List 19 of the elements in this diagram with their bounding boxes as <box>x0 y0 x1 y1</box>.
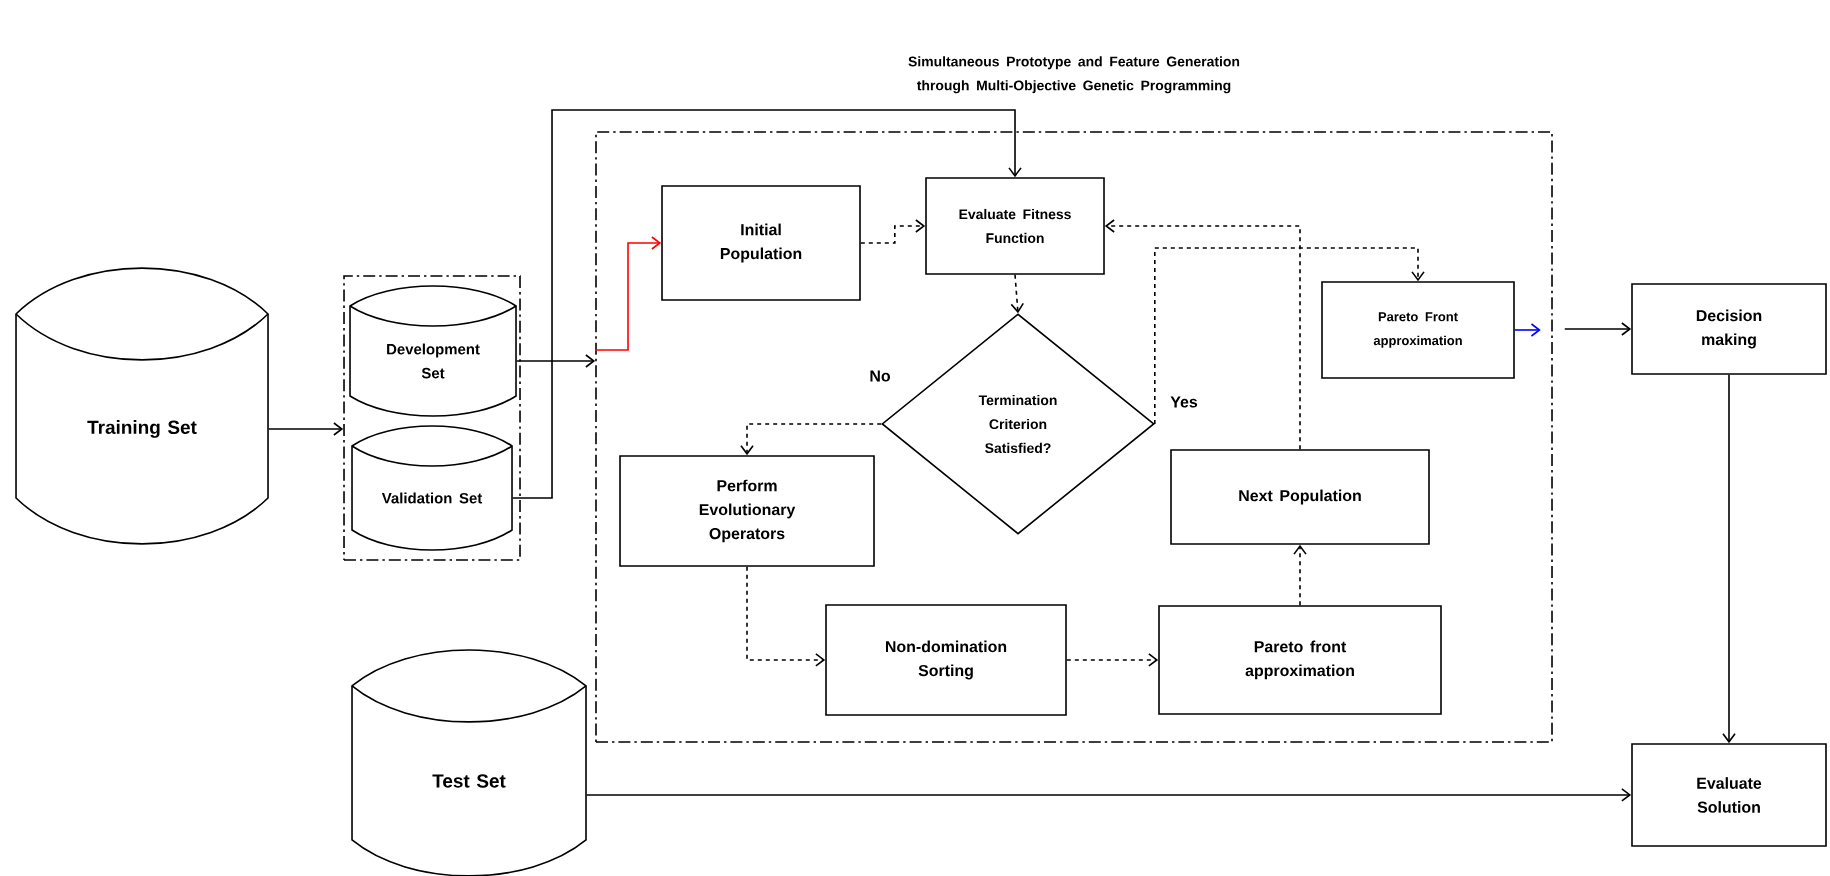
group-frame <box>343 275 521 561</box>
arrow <box>1722 373 1736 744</box>
arrow <box>860 219 926 244</box>
arrow <box>1154 247 1425 425</box>
arrow <box>1564 322 1632 336</box>
arrow <box>740 423 882 456</box>
arrow <box>586 788 1632 802</box>
cylinder: Training Set <box>15 267 269 545</box>
arrow <box>512 109 1022 499</box>
cylinder: Test Set <box>351 649 587 876</box>
arrow <box>594 236 662 351</box>
arrow <box>268 422 344 436</box>
arrow <box>1104 219 1301 450</box>
arrow <box>746 566 826 667</box>
arrow <box>516 354 596 368</box>
arrow <box>1293 544 1307 606</box>
arrow <box>1514 323 1541 337</box>
arrow <box>1010 274 1025 314</box>
arrow <box>1066 653 1159 667</box>
